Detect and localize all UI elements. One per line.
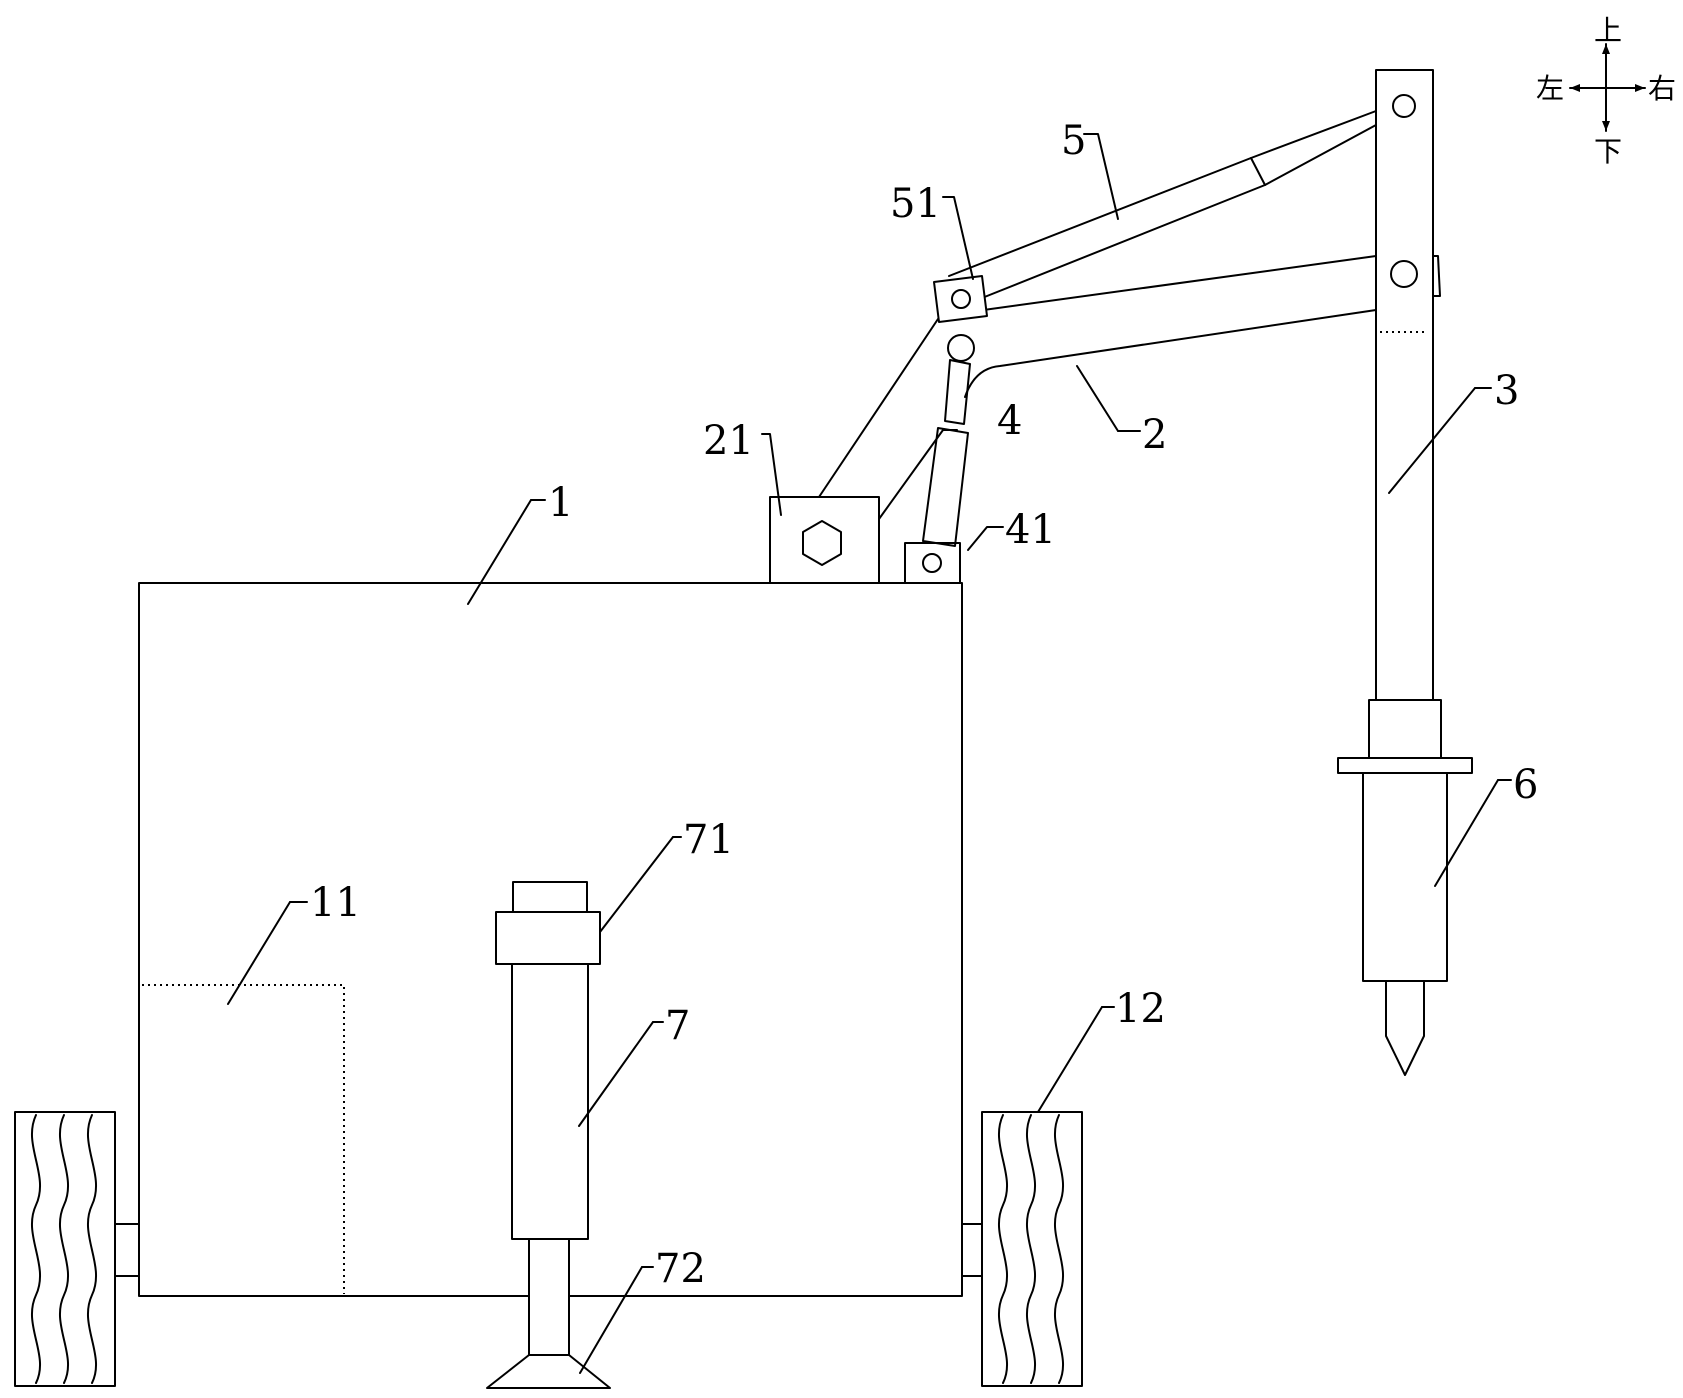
arrow-up-icon bbox=[1602, 44, 1610, 54]
right-wheel bbox=[981, 1111, 1083, 1387]
label-leg-clamp: 71 bbox=[683, 817, 734, 863]
drill bbox=[1337, 699, 1473, 1076]
label-support-leg: 7 bbox=[665, 1003, 690, 1049]
label-column: 3 bbox=[1494, 368, 1519, 414]
label-storage: 11 bbox=[310, 880, 361, 926]
label-body: 1 bbox=[548, 480, 573, 526]
dir-left: 左 bbox=[1536, 72, 1564, 105]
arrow-down-icon bbox=[1602, 121, 1610, 131]
dir-down: 下 bbox=[1594, 135, 1622, 168]
dir-up: 上 bbox=[1594, 14, 1622, 47]
arm bbox=[818, 255, 1377, 498]
label-tilt-mount: 51 bbox=[890, 181, 941, 227]
support-leg bbox=[486, 881, 611, 1389]
lift-cylinder bbox=[922, 359, 971, 547]
left-axle bbox=[114, 1223, 140, 1277]
arrow-left-icon bbox=[1570, 84, 1580, 92]
tilt-cylinder bbox=[948, 110, 1377, 299]
label-drill: 6 bbox=[1513, 762, 1538, 808]
leader-lines bbox=[227, 133, 1512, 1374]
leg-foot bbox=[486, 1354, 611, 1389]
right-axle bbox=[961, 1223, 983, 1277]
lift-mount bbox=[904, 542, 961, 584]
arm-mount bbox=[769, 496, 880, 584]
label-lift-cylinder: 4 bbox=[997, 398, 1022, 444]
label-lift-mount: 41 bbox=[1005, 507, 1056, 553]
label-arm: 2 bbox=[1142, 412, 1167, 458]
dir-right: 右 bbox=[1648, 72, 1676, 105]
tilt-mount bbox=[933, 275, 988, 323]
left-wheel bbox=[14, 1111, 116, 1387]
label-leg-foot: 72 bbox=[655, 1246, 706, 1292]
arrow-right-icon bbox=[1635, 84, 1645, 92]
label-tilt-cylinder: 5 bbox=[1061, 118, 1086, 164]
label-arm-mount: 21 bbox=[703, 418, 754, 464]
column bbox=[1375, 69, 1441, 701]
main-body bbox=[138, 582, 963, 1297]
storage-compartment bbox=[142, 984, 345, 1294]
label-wheel: 12 bbox=[1115, 986, 1166, 1032]
leg-clamp bbox=[495, 911, 601, 965]
direction-indicator: 上 下 左 右 bbox=[1536, 14, 1676, 168]
